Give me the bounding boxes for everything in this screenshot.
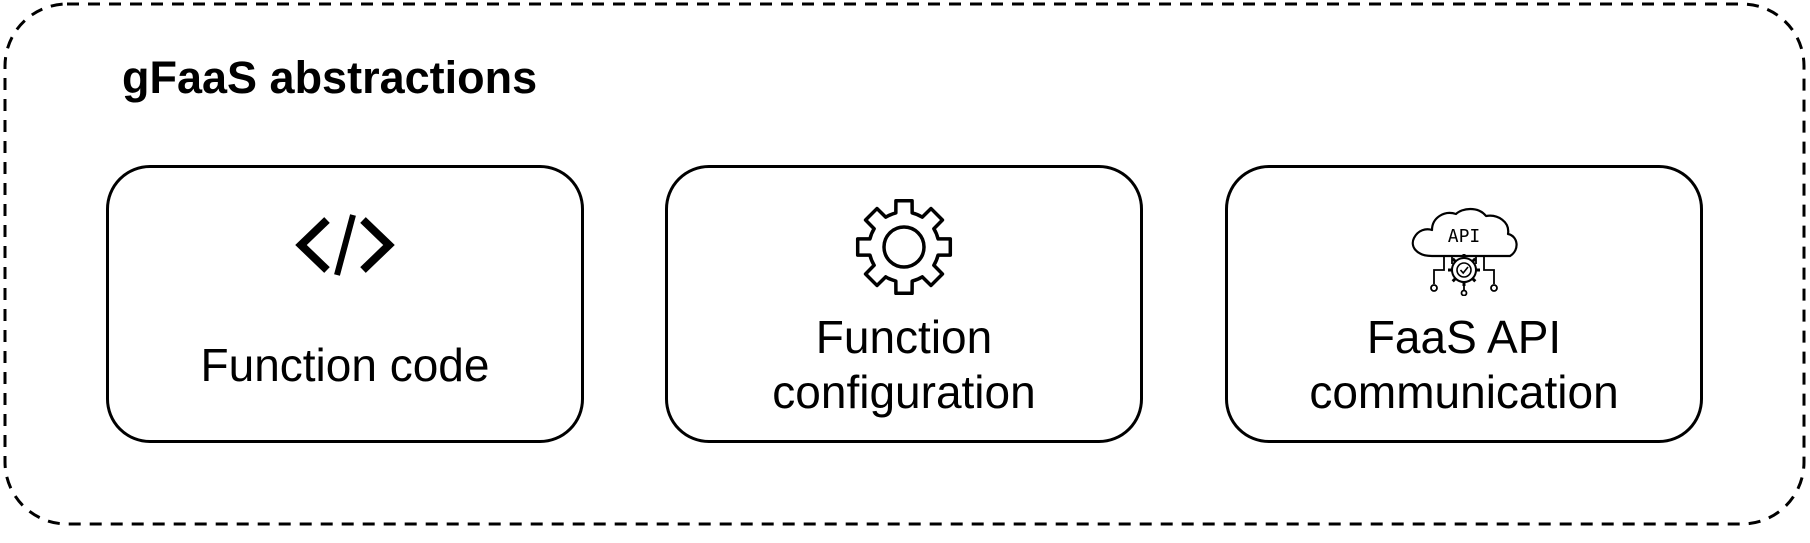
label-line-2: communication (1309, 366, 1619, 418)
function-code-label: Function code (200, 339, 490, 391)
label-line-2: configuration (772, 366, 1036, 418)
cloud-api-icon: API (1411, 207, 1518, 296)
label-line-1: FaaS API (1366, 311, 1562, 363)
function-configuration-label: Function configuration (668, 310, 1140, 420)
gear-icon (855, 198, 953, 296)
api-icon-text: API (1448, 226, 1481, 247)
code-icon (295, 214, 395, 276)
diagram-title: gFaaS abstractions (122, 52, 538, 103)
function-code-card: Function code (106, 165, 584, 443)
function-configuration-card: Function configuration (665, 165, 1143, 443)
faas-api-communication-label: FaaS API communication (1228, 310, 1700, 420)
label-line-1: Function (815, 311, 993, 363)
faas-api-communication-card: API (1225, 165, 1703, 443)
